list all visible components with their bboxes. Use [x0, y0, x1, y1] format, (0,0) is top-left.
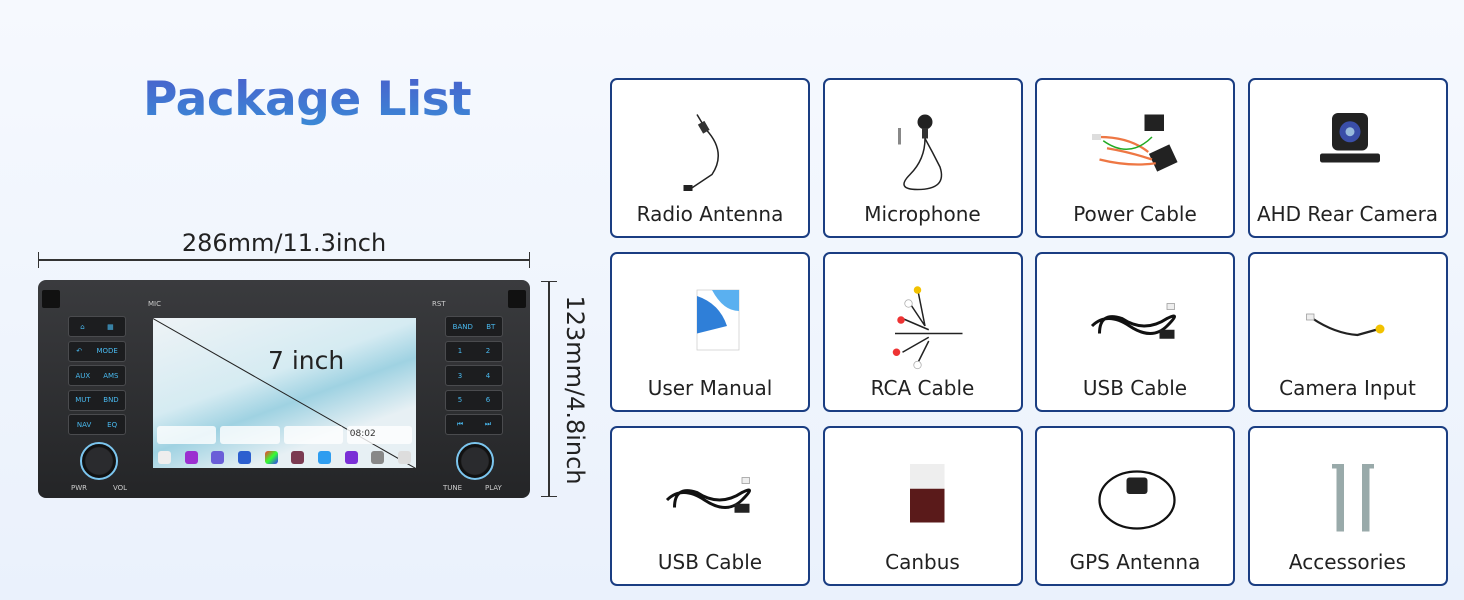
vol-label: VOL: [113, 484, 128, 492]
width-dimension-label: 286mm/11.3inch: [181, 229, 387, 257]
volume-knob[interactable]: [80, 442, 118, 480]
head-unit-button[interactable]: AUX AMS: [68, 365, 126, 386]
head-unit-button[interactable]: BAND BT: [445, 316, 503, 337]
package-item-card: USB Cable: [610, 426, 810, 586]
button-label: BAND: [452, 322, 473, 331]
pwr-label: PWR: [71, 484, 88, 492]
button-label: BND: [103, 396, 119, 404]
frame-corner: [42, 290, 60, 308]
button-label: AMS: [103, 371, 119, 380]
button-label: AUX: [75, 371, 91, 380]
package-item-card: GPS Antenna: [1035, 426, 1235, 586]
canbus-icon: [909, 464, 944, 523]
package-item-card: User Manual: [610, 252, 810, 412]
button-label: ▦: [107, 322, 114, 331]
package-item-label: GPS Antenna: [1069, 550, 1201, 574]
package-item-card: AHD Rear Camera: [1247, 78, 1448, 238]
button-label: ⏭: [484, 420, 492, 428]
tune-knob[interactable]: [456, 442, 494, 480]
button-label: 5: [457, 396, 463, 404]
package-item-label: RCA Cable: [870, 376, 975, 400]
gps-icon: [1098, 470, 1176, 530]
camera-cable-icon: [1305, 313, 1384, 337]
usb-icon: [665, 477, 751, 513]
mic-label: MIC: [148, 300, 161, 308]
height-dimension-line: [541, 281, 557, 497]
package-item-label: USB Cable: [1082, 376, 1188, 400]
button-label: NAV: [76, 420, 92, 429]
package-item-card: Canbus: [822, 426, 1023, 586]
frame-corner: [508, 290, 526, 308]
camera-icon: [1319, 113, 1380, 163]
button-label: EQ: [107, 420, 118, 429]
microphone-icon: [897, 114, 942, 191]
diagonal-line: [153, 318, 416, 468]
button-label: ↶: [76, 347, 83, 355]
brackets-icon: [1331, 464, 1374, 532]
head-unit-button[interactable]: ⌂▦: [68, 316, 126, 337]
button-label: ⌂: [80, 322, 85, 331]
button-label: MODE: [96, 347, 118, 355]
package-item-card: Accessories: [1247, 426, 1448, 586]
head-unit-button[interactable]: ↶ MODE: [68, 340, 126, 362]
play-label: PLAY: [485, 484, 502, 492]
package-item-label: USB Cable: [657, 550, 763, 574]
package-item-label: Canbus: [885, 550, 960, 574]
package-item-label: Accessories: [1288, 550, 1407, 574]
package-item-label: Microphone: [864, 202, 981, 226]
rst-label: RST: [432, 300, 446, 308]
package-item-card: Camera Input: [1247, 252, 1448, 412]
button-label: 1: [457, 347, 463, 355]
tune-label: TUNE: [443, 484, 463, 492]
usb-icon: [1090, 303, 1176, 339]
head-unit-button[interactable]: NAV EQ: [68, 414, 126, 435]
button-label: 6: [485, 396, 491, 404]
touch-screen: 7 inch 08:02: [153, 318, 416, 468]
package-item-label: Radio Antenna: [636, 202, 784, 226]
button-label: MUT: [75, 396, 91, 404]
antenna-icon: [683, 114, 719, 191]
clock: 08:02: [346, 426, 412, 444]
widget-bar: 08:02: [157, 426, 412, 444]
package-item-label: AHD Rear Camera: [1256, 202, 1439, 226]
page-title: Package List: [143, 72, 472, 127]
button-label: 3: [457, 371, 463, 380]
height-dimension-label: 123mm/4.8inch: [561, 295, 589, 485]
package-item-label: Power Cable: [1073, 202, 1197, 226]
button-label: BT: [486, 322, 496, 331]
button-label: ⏮: [456, 420, 464, 428]
package-item-card: RCA Cable: [822, 252, 1023, 412]
head-unit-button[interactable]: MUT BND: [68, 389, 126, 411]
package-item-card: Radio Antenna: [610, 78, 810, 238]
package-item-label: User Manual: [647, 376, 773, 400]
package-item-label: Camera Input: [1279, 376, 1416, 400]
width-dimension-line: [38, 252, 530, 268]
button-label: 2: [485, 347, 491, 355]
screen-size-label: 7 inch: [268, 346, 345, 375]
rca-icon: [892, 286, 962, 370]
button-label: 4: [485, 371, 491, 380]
manual-icon: [696, 289, 740, 351]
package-item-card: USB Cable: [1035, 252, 1235, 412]
harness-icon: [1092, 114, 1178, 172]
app-dock: [158, 451, 411, 464]
package-item-card: Power Cable: [1035, 78, 1235, 238]
head-unit-button[interactable]: ⏮⏭: [445, 414, 503, 435]
package-item-card: Microphone: [822, 78, 1023, 238]
